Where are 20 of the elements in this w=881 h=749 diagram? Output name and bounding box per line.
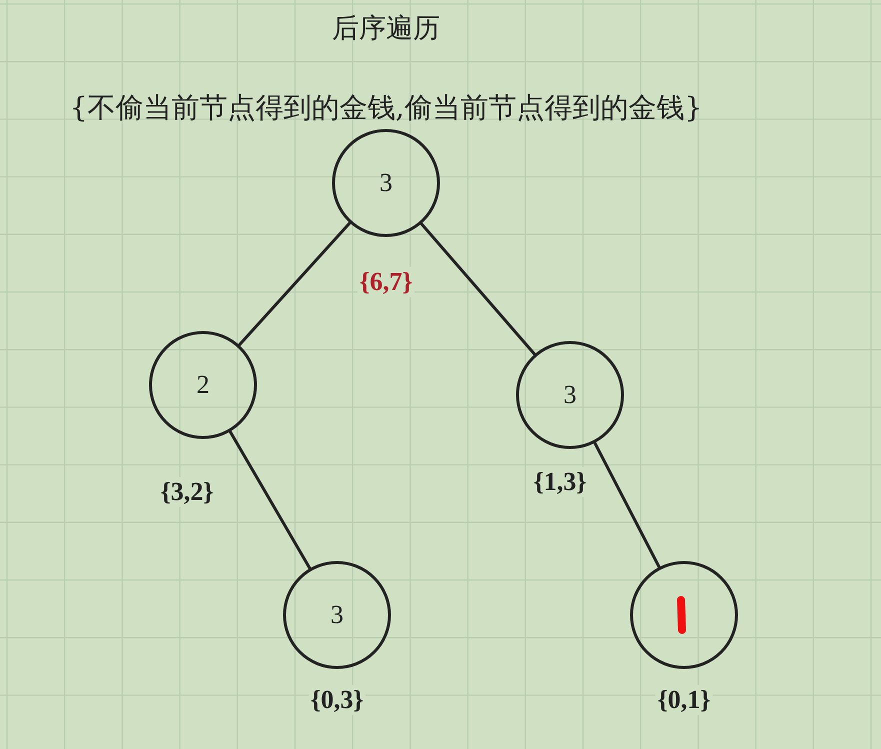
result-pair-label: {3,2} [158, 477, 216, 507]
result-pair-label: {0,3} [308, 685, 366, 715]
node-value: 2 [196, 370, 210, 400]
tree-node-circle [516, 341, 624, 449]
result-pair-label: {1,3} [532, 467, 588, 497]
tree-edge [228, 430, 312, 570]
tree-edge [237, 221, 352, 347]
node-value: 3 [330, 600, 344, 630]
result-pair-label: {6,7} [358, 267, 414, 297]
title: 后序遍历 [331, 12, 441, 46]
tree-node-circle [283, 561, 391, 669]
tree-edge [593, 441, 661, 569]
node-value: 3 [564, 380, 576, 410]
tree-node-circle [149, 331, 257, 439]
tree-edge [420, 222, 536, 356]
header-text: {不偷当前节点得到的金钱,偷当前节点得到的金钱} [70, 90, 702, 126]
node-value: 3 [380, 168, 392, 198]
result-pair-label: {0,1} [656, 685, 712, 715]
tree-node-circle [630, 561, 738, 669]
tree-node-circle [332, 129, 440, 237]
